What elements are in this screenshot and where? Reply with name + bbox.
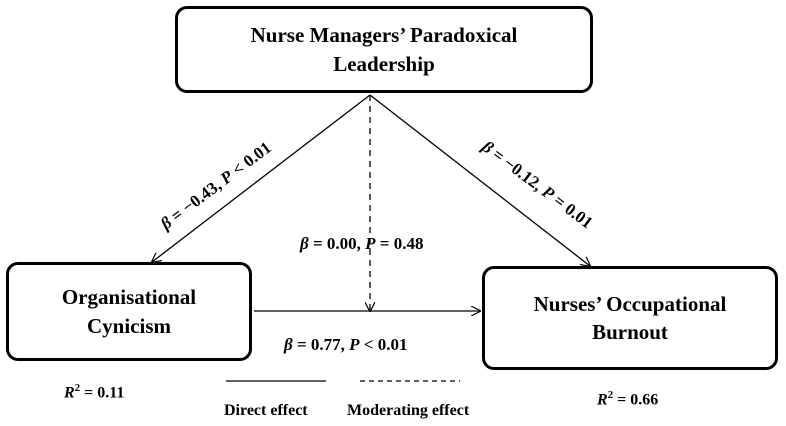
node-burnout-line1: Nurses’ Occupational	[533, 291, 727, 316]
legend-moderating-label: Moderating effect	[347, 402, 470, 419]
node-leadership-line2: Leadership	[333, 51, 435, 76]
node-burnout-line2: Burnout	[592, 320, 668, 344]
node-cynicism-line2: Cynicism	[87, 313, 171, 338]
label-leadership-to-cynicism: β = −0.43, P < 0.01	[156, 138, 275, 234]
node-organisational-cynicism: Organisational Cynicism	[6, 262, 252, 361]
r-squared-burnout: R2 = 0.66	[597, 389, 659, 409]
node-occupational-burnout: Nurses’ Occupational Burnout	[482, 266, 778, 370]
legend-direct-label: Direct effect	[224, 402, 308, 419]
arrow-leadership-to-cynicism	[152, 94, 371, 262]
r-squared-cynicism: R2 = 0.11	[64, 382, 125, 402]
label-moderating: β = 0.00, P = 0.48	[299, 234, 423, 253]
node-cynicism-line1: Organisational	[61, 285, 197, 310]
node-leadership-line1: Nurse Managers’ Paradoxical	[250, 23, 518, 48]
label-cynicism-to-burnout: β = 0.77, P < 0.01	[283, 335, 407, 354]
arrow-leadership-to-burnout	[369, 94, 590, 266]
node-paradoxical-leadership: Nurse Managers’ Paradoxical Leadership	[175, 6, 593, 93]
label-leadership-to-burnout: β = −0.12, P = 0.01	[478, 136, 597, 232]
